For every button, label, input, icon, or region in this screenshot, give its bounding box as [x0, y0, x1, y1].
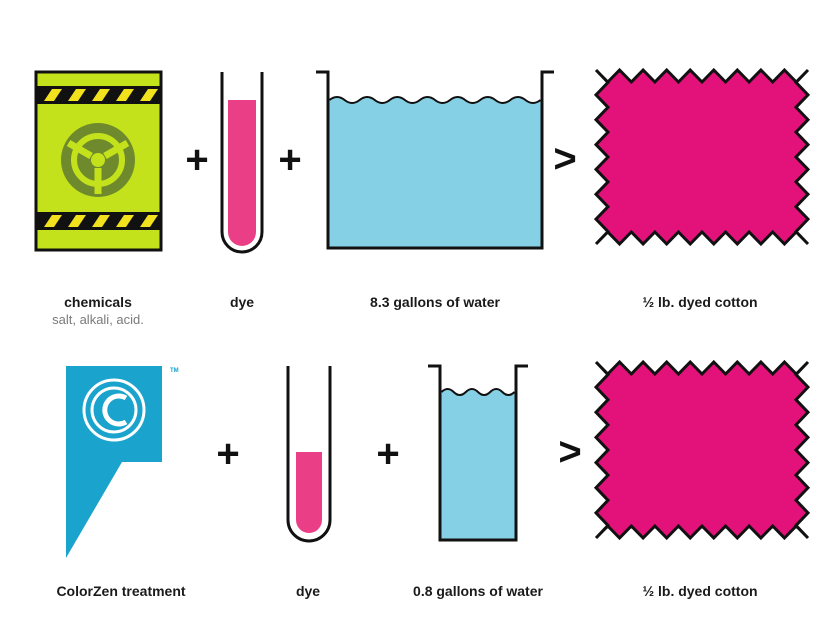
dye-test-tube-icon: [220, 72, 264, 254]
water-tank-small-icon: [428, 364, 528, 542]
hazard-stripe: [68, 215, 86, 227]
hazard-stripe: [92, 89, 110, 101]
plus-sign: +: [376, 432, 399, 476]
hazard-stripe: [140, 89, 158, 101]
chemicals-label: chemicals: [64, 294, 132, 310]
dye-test-tube-icon: [286, 366, 332, 543]
hazard-stripe: [44, 89, 62, 101]
hazard-stripe: [140, 215, 158, 227]
hazard-stripe: [68, 89, 86, 101]
plus-sign: +: [185, 138, 208, 182]
dye-label: dye: [229, 294, 255, 310]
trademark-mark: TM: [170, 368, 179, 374]
plus-sign: +: [216, 432, 239, 476]
water-label: 0.8 gallons of water: [413, 583, 543, 599]
arrow-sign: >: [553, 137, 576, 181]
hazard-stripes-top: [44, 89, 158, 101]
chemicals-bag-icon: [34, 70, 163, 252]
water-label: 8.3 gallons of water: [370, 294, 500, 310]
hazard-stripes-bottom: [44, 215, 158, 227]
water-tank-large-icon: [316, 70, 554, 250]
arrow-sign: >: [558, 430, 581, 474]
hazard-stripe: [92, 215, 110, 227]
hazard-stripe: [116, 89, 134, 101]
cotton-label: ½ lb. dyed cotton: [642, 583, 758, 599]
dyed-cotton-swatch-icon: [593, 359, 811, 541]
colorzen-label: ColorZen treatment: [56, 583, 186, 599]
colorzen-logo-icon: [66, 366, 162, 558]
hazard-symbol-icon: [61, 123, 135, 197]
dye-label: dye: [295, 583, 321, 599]
cotton-label: ½ lb. dyed cotton: [642, 294, 758, 310]
plus-sign: +: [278, 138, 301, 182]
chemicals-sublabel: salt, alkali, acid.: [52, 312, 144, 327]
hazard-stripe: [44, 215, 62, 227]
dyed-cotton-swatch-icon: [593, 67, 811, 247]
hazard-stripe: [116, 215, 134, 227]
